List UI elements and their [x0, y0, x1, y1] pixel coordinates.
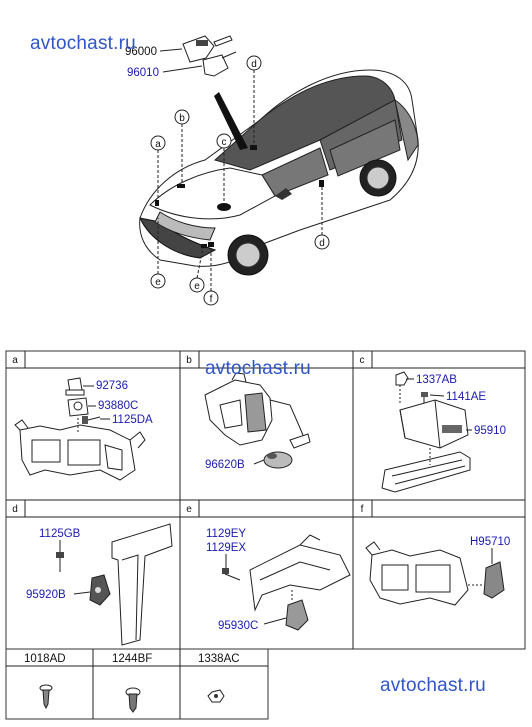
callout-c: c [222, 137, 227, 148]
part-1337AB: 1337AB [416, 374, 457, 386]
panel-e-drawing [222, 534, 351, 631]
screw-icon [39, 684, 53, 710]
part-96620B: 96620B [205, 459, 245, 471]
part-H95710: H95710 [470, 536, 510, 548]
panel-a-drawing [14, 377, 146, 481]
part-1125GB: 1125GB [39, 528, 81, 540]
panel-d-drawing [56, 523, 173, 646]
part-93880C: 93880C [98, 400, 138, 412]
fastener-1018AD-label: 1018AD [24, 653, 66, 665]
callout-b: b [179, 113, 185, 124]
location-callouts: a b c d d e e f [150, 55, 330, 306]
watermark-middle: avtochast.ru [205, 358, 311, 379]
panel-a-header: a [12, 355, 18, 366]
callout-e-right: e [194, 281, 200, 292]
panel-f-drawing [365, 541, 505, 606]
part-95930C: 95930C [218, 620, 258, 632]
callout-d-side: d [319, 238, 325, 249]
remote-key-icon [182, 35, 237, 77]
panel-d-header: d [12, 504, 18, 515]
part-1125DA: 1125DA [112, 414, 153, 426]
watermark-bottom: avtochast.ru [380, 675, 486, 696]
panel-f-header: f [361, 504, 364, 515]
callout-e-left: e [155, 277, 161, 288]
callout-d-top: d [251, 59, 257, 70]
part-95910: 95910 [474, 425, 506, 437]
panel-c-drawing [381, 371, 471, 493]
bolt-icon [125, 687, 141, 713]
car-illustration [139, 69, 419, 276]
watermark-top: avtochast.ru [30, 33, 136, 54]
panel-b-drawing [204, 372, 311, 469]
fastener-1338AC-label: 1338AC [198, 653, 240, 665]
overview-part-96000: 96000 [125, 46, 157, 58]
part-1129EX: 1129EX [206, 542, 246, 554]
panel-c-header: c [360, 355, 365, 366]
part-95920B: 95920B [26, 589, 66, 601]
nut-icon [207, 689, 225, 703]
part-92736: 92736 [96, 380, 128, 392]
fastener-1244BF-label: 1244BF [112, 653, 152, 665]
panel-b-header: b [186, 355, 192, 366]
callout-f: f [210, 294, 213, 305]
callout-a: a [155, 139, 161, 150]
part-1141AE: 1141AE [446, 391, 486, 403]
panel-e-header: e [186, 504, 192, 515]
part-1129EY: 1129EY [206, 528, 246, 540]
remote-pointer [214, 92, 248, 150]
detail-grid [5, 350, 526, 720]
overview-part-96010: 96010 [127, 67, 159, 79]
